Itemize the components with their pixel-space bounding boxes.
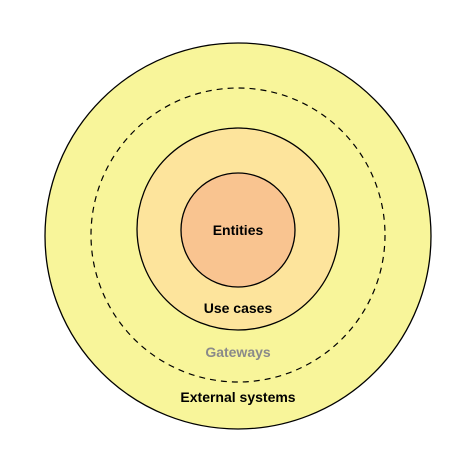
entities-core (180, 172, 296, 288)
gateways-boundary (90, 87, 386, 383)
gateways-label: Gateways (205, 344, 271, 360)
use-cases-label: Use cases (204, 300, 273, 316)
external-systems-label: External systems (180, 389, 295, 405)
entities-label: Entities (213, 222, 264, 238)
